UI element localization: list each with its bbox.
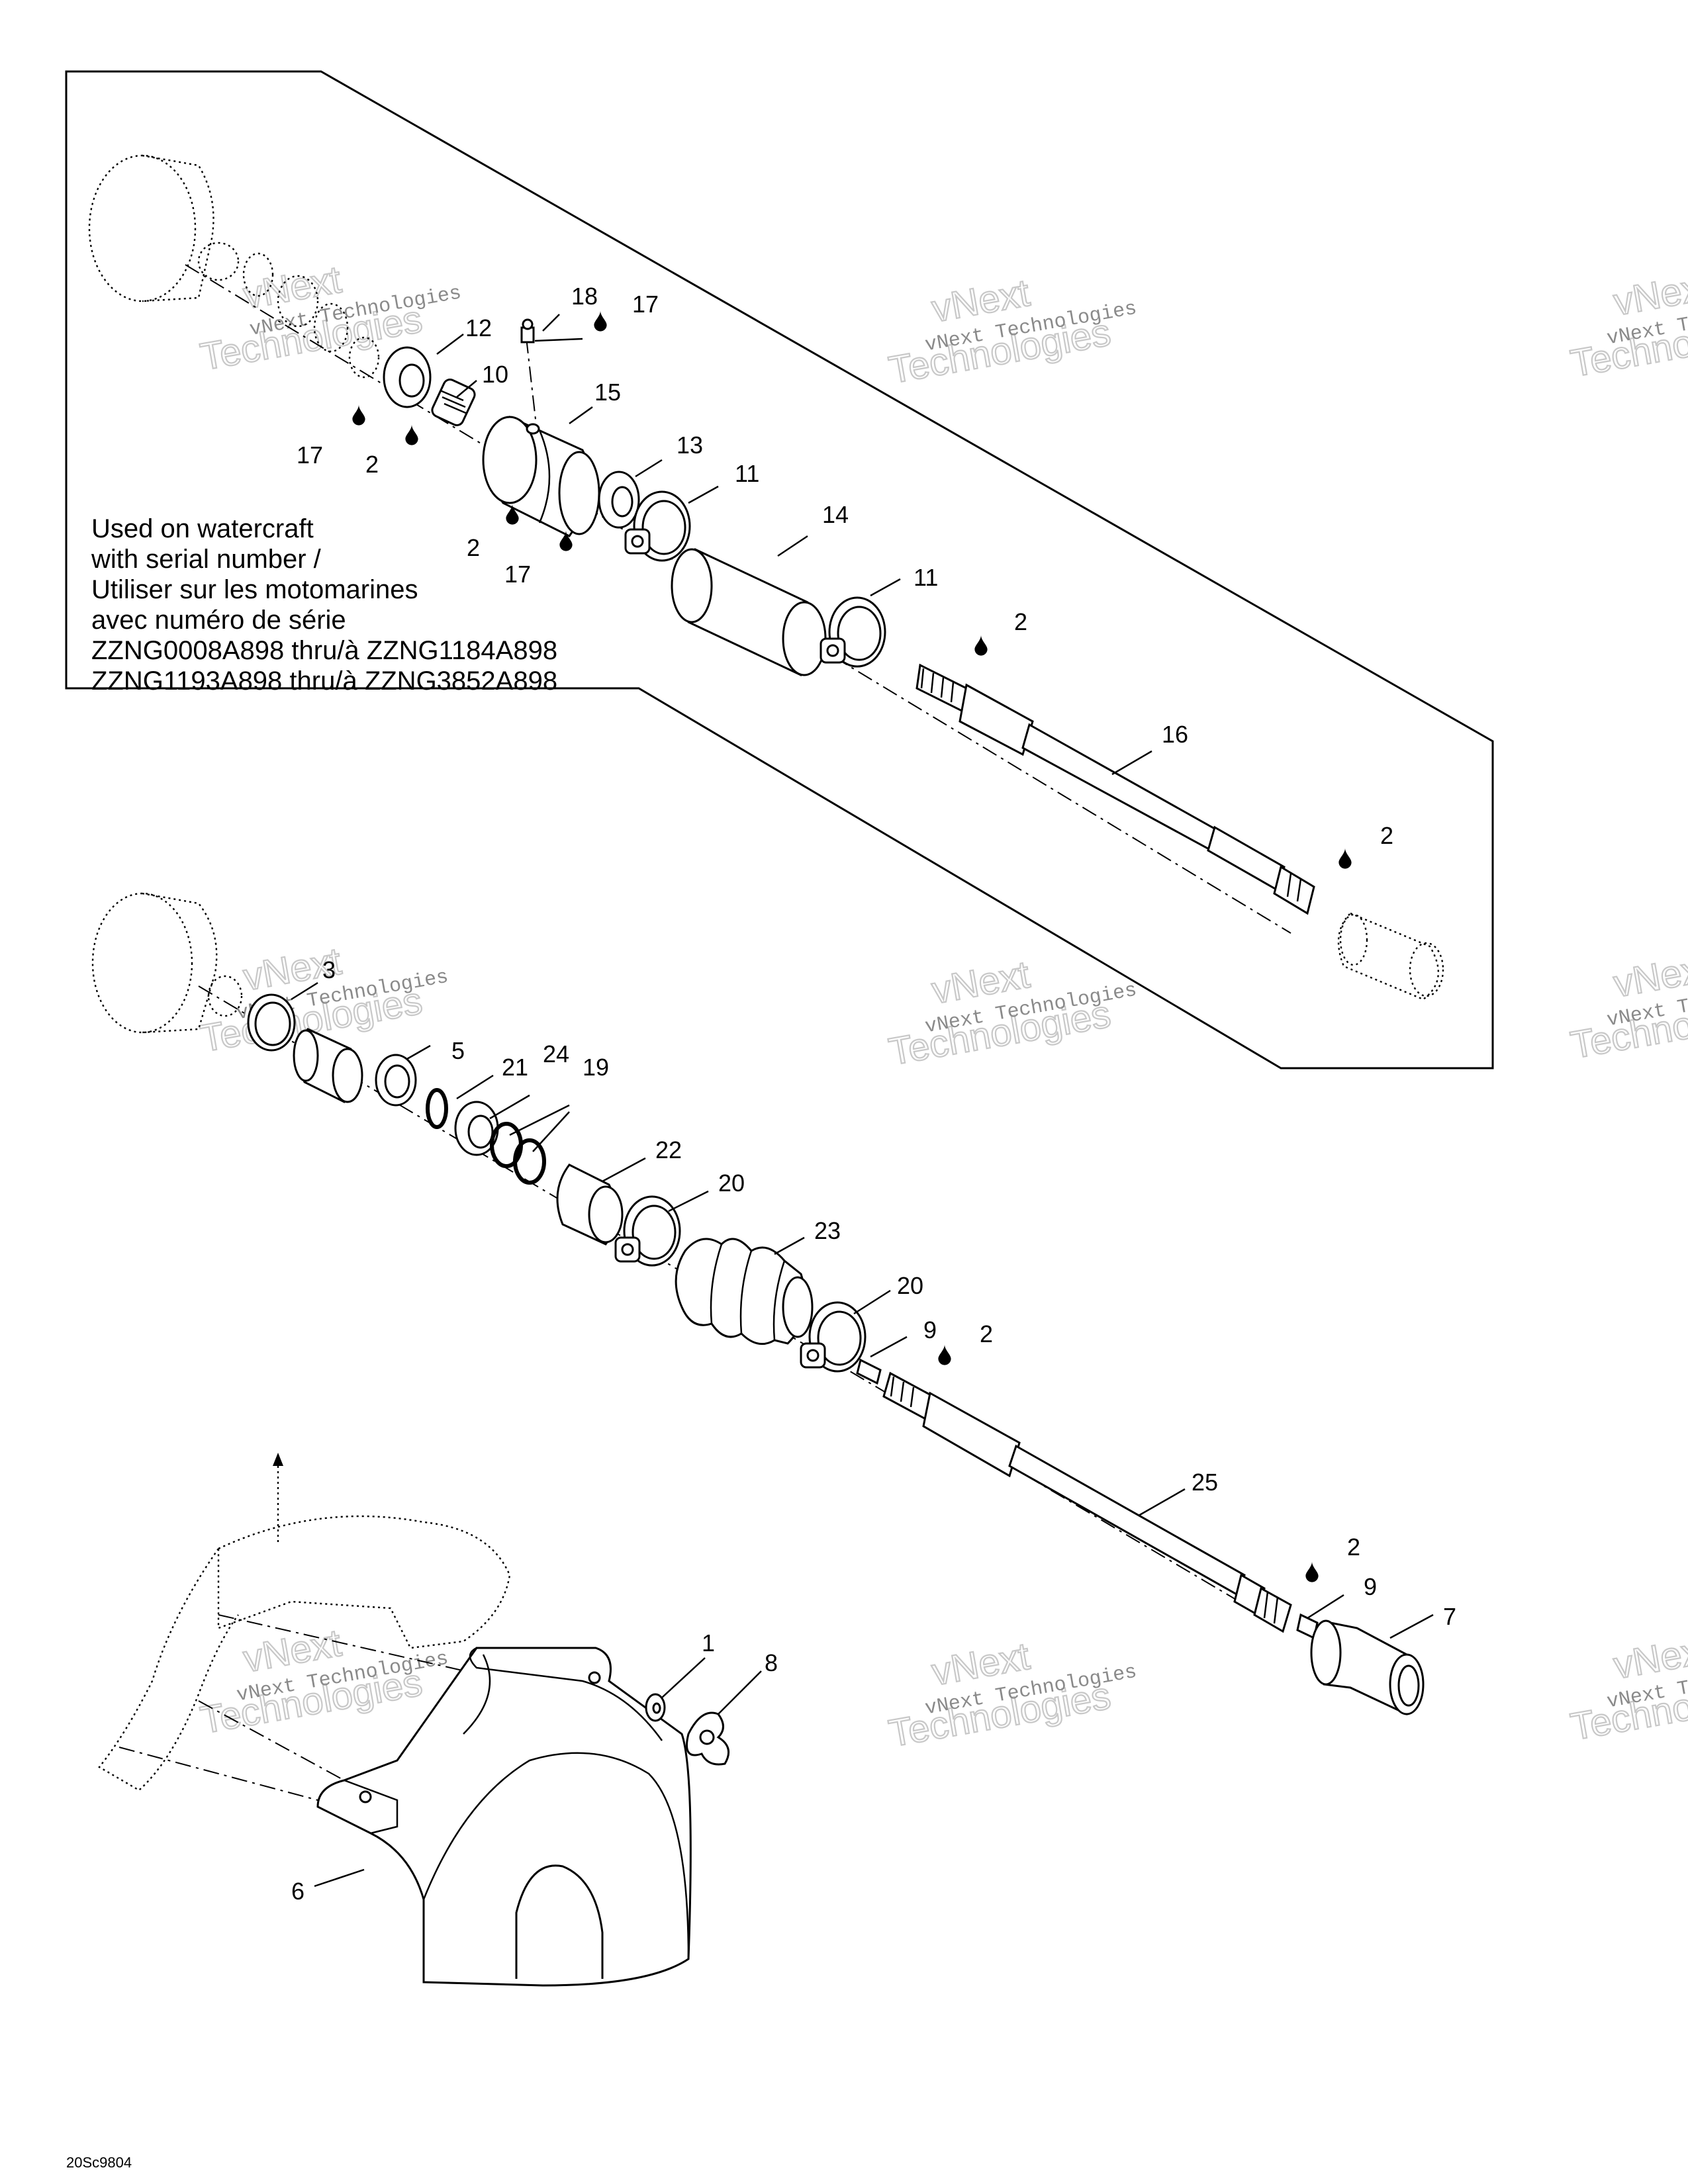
- callout-14: 14: [822, 501, 849, 528]
- part-15-housing: [482, 416, 600, 537]
- part-23-bellows-boot: [675, 1238, 814, 1345]
- part-22-carrier: [556, 1163, 624, 1246]
- callout-24: 24: [543, 1040, 569, 1068]
- oil-drop-icon: [1305, 1561, 1319, 1582]
- oil-drop-icon: [405, 424, 418, 445]
- callout-20: 20: [897, 1272, 923, 1299]
- part-19-oring: [513, 1138, 546, 1185]
- watermark: vNext Technologies vNext Technologies: [1567, 1627, 1688, 1750]
- callout-6: 6: [291, 1878, 305, 1905]
- ghost-housing: [88, 154, 380, 379]
- callout-20: 20: [718, 1169, 745, 1197]
- note-line: avec numéro de série: [91, 606, 346, 635]
- inset-frame: [65, 70, 1494, 1069]
- note-line: with serial number /: [91, 545, 322, 574]
- lower-assembly: [98, 1453, 730, 1987]
- callout-22: 22: [655, 1136, 682, 1163]
- part-20-clamp: [800, 1301, 867, 1373]
- part-21-oring: [426, 1088, 448, 1129]
- part-7-coupler: [1310, 1619, 1425, 1715]
- part-1-washer: [645, 1693, 666, 1722]
- oil-drop-icon: [594, 310, 607, 332]
- callout-11: 11: [914, 564, 938, 591]
- callout-labels: 18 17 12 10 15 17 2 13 11 2 14 17 11 2 1…: [291, 283, 1456, 1905]
- callout-9: 9: [1364, 1573, 1377, 1600]
- callout-5: 5: [451, 1037, 465, 1064]
- figure-code: 20Sc9804: [66, 2154, 132, 2171]
- watermark: vNext Technologies vNext Technologies: [197, 1621, 450, 1743]
- callout-16: 16: [1162, 721, 1188, 748]
- callout-2: 2: [1380, 822, 1393, 849]
- note-line: Utiliser sur les motomarines: [91, 575, 418, 604]
- callout-17: 17: [504, 561, 531, 588]
- part-13-seal: [598, 471, 640, 529]
- callout-7: 7: [1443, 1603, 1456, 1630]
- callout-10: 10: [482, 361, 508, 388]
- note-line: ZZNG0008A898 thru/à ZZNG1184A898: [91, 636, 557, 665]
- callout-1: 1: [702, 1629, 715, 1657]
- part-25-drive-shaft: [882, 1371, 1292, 1633]
- callout-18: 18: [571, 283, 598, 310]
- watermark-group: vNext Technologies vNext Technologies vN…: [197, 257, 1688, 1756]
- watermark: vNext Technologies vNext Technologies: [197, 257, 463, 380]
- watermark: vNext Technologies vNext Technologies: [885, 952, 1139, 1075]
- serial-number-note: Used on watercraft with serial number / …: [91, 514, 557, 696]
- callout-2: 2: [1014, 608, 1027, 635]
- part-9-stopper: [856, 1358, 882, 1385]
- note-line: ZZNG1193A898 thru/à ZZNG3852A898: [91, 666, 557, 696]
- callout-2: 2: [1347, 1533, 1360, 1561]
- callout-17: 17: [297, 441, 323, 469]
- part-5-bearing: [375, 1054, 417, 1107]
- part-12-seal: [383, 346, 432, 408]
- callout-21: 21: [502, 1054, 528, 1081]
- part-4-adapter: [293, 1028, 363, 1103]
- callout-12: 12: [465, 314, 492, 341]
- leader-lines: [291, 314, 1434, 1888]
- ghost-housing: [91, 892, 243, 1034]
- part-8-wing-nut: [686, 1711, 730, 1766]
- part-18-grease-fitting: [520, 318, 535, 343]
- upper-assembly: [88, 154, 1444, 1001]
- watermark: vNext Technologies vNext Technologies: [885, 271, 1139, 393]
- part-14-sleeve: [671, 548, 827, 676]
- middle-assembly: [91, 892, 1425, 1715]
- watermark: vNext Technologies vNext Technologies: [1567, 946, 1688, 1068]
- callout-3: 3: [322, 956, 336, 983]
- watermark: vNext Technologies vNext Technologies: [1567, 264, 1688, 387]
- ghost-coupler: [1337, 912, 1444, 1001]
- callout-23: 23: [814, 1217, 841, 1244]
- callout-8: 8: [765, 1649, 778, 1676]
- oil-drop-icon: [974, 635, 988, 656]
- callout-25: 25: [1192, 1469, 1218, 1496]
- callout-19: 19: [583, 1054, 609, 1081]
- callout-9: 9: [923, 1316, 937, 1343]
- oil-drop-icon: [938, 1344, 951, 1365]
- callout-11: 11: [735, 460, 759, 487]
- part-11-clamp: [624, 490, 691, 562]
- part-6-guard: [316, 1647, 692, 1987]
- callout-2: 2: [467, 534, 480, 561]
- callout-2: 2: [980, 1320, 993, 1347]
- part-3-clamp: [247, 993, 296, 1052]
- watermark: vNext Technologies vNext Technologies: [885, 1634, 1139, 1756]
- oil-drop-icon: [1338, 848, 1352, 869]
- part-16-drive-shaft: [915, 663, 1315, 915]
- part-11-clamp: [820, 596, 886, 668]
- part-20-clamp: [614, 1195, 681, 1267]
- callout-17: 17: [632, 291, 659, 318]
- callout-13: 13: [677, 432, 703, 459]
- part-24-ring: [454, 1101, 499, 1156]
- part-10-bearing: [431, 379, 476, 426]
- note-line: Used on watercraft: [91, 514, 314, 543]
- callout-2: 2: [365, 451, 379, 478]
- oil-drop-icon: [352, 404, 365, 426]
- callout-15: 15: [594, 379, 621, 406]
